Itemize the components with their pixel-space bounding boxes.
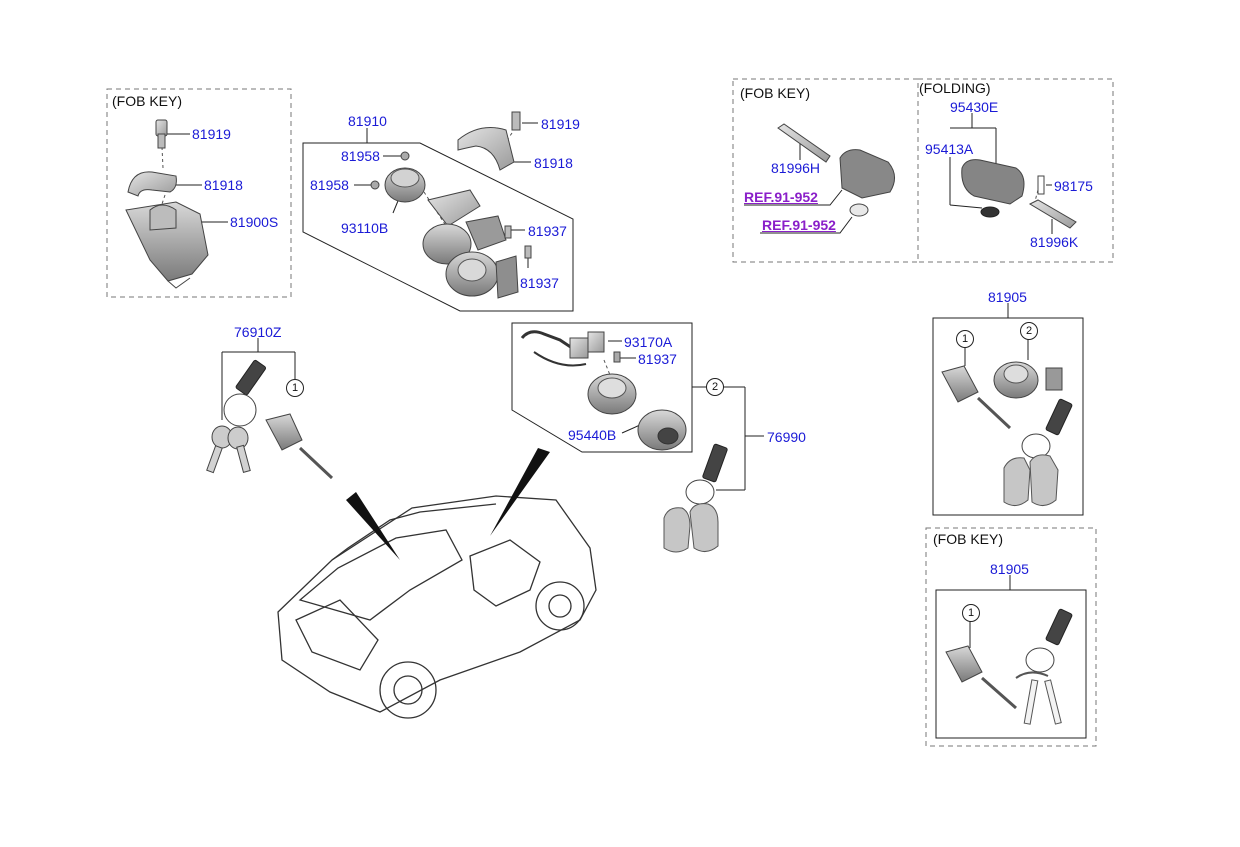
part-label-81958[interactable]: 81958: [341, 148, 380, 164]
vehicle-outline: [277, 495, 597, 719]
header-fob-key-left: (FOB KEY): [112, 93, 183, 109]
key-set-76910Z: [206, 359, 334, 480]
fob-set-box-bottom: [935, 589, 1087, 739]
part-label-81900S[interactable]: 81900S: [230, 214, 279, 230]
part-label-81937[interactable]: 81937: [638, 351, 677, 367]
part-label-93110B[interactable]: 93110B: [341, 220, 389, 236]
fob-keys-76990: [663, 443, 728, 553]
ignition-assembly-parts: [370, 111, 532, 299]
part-label-81919[interactable]: 81919: [192, 126, 231, 142]
part-label-81905[interactable]: 81905: [988, 289, 1027, 305]
reference-link[interactable]: REF.91-952: [744, 189, 818, 205]
part-label-81910[interactable]: 81910: [348, 113, 387, 129]
callout-circle: 1: [956, 330, 974, 348]
key-set-81905-lower: [945, 608, 1073, 725]
part-label-81918[interactable]: 81918: [204, 177, 243, 193]
callout-circle: 1: [962, 604, 980, 622]
header-folding: (FOLDING): [919, 80, 991, 96]
pointer-wedge-right: [490, 448, 550, 536]
part-label-81905[interactable]: 81905: [990, 561, 1029, 577]
header-fob-key-bottom-right: (FOB KEY): [933, 531, 1004, 547]
part-label-95413A[interactable]: 95413A: [925, 141, 974, 157]
bracket-81918-part: [127, 171, 177, 197]
folding-parts: [961, 159, 1077, 229]
part-label-95440B[interactable]: 95440B: [568, 427, 617, 443]
part-label-76990[interactable]: 76990: [767, 429, 806, 445]
part-label-95430E[interactable]: 95430E: [950, 99, 999, 115]
part-label-93170A[interactable]: 93170A: [624, 334, 673, 350]
housing-81900S-part: [125, 201, 209, 289]
fob-key-top-right-parts: [777, 123, 895, 217]
callout-circle: 2: [1020, 322, 1038, 340]
fob-key-left-box: [106, 88, 292, 298]
key-cylinder-81919-part: [155, 119, 168, 149]
part-label-76910Z[interactable]: 76910Z: [234, 324, 282, 340]
fob-key-bottom-right-box: [925, 527, 1097, 747]
ignition-sub-parts: [520, 330, 687, 451]
fob-key-top-right-box: [732, 78, 919, 263]
part-label-81937[interactable]: 81937: [520, 275, 559, 291]
ignition-sub-box: [511, 322, 693, 453]
part-label-81996H[interactable]: 81996H: [771, 160, 821, 176]
part-label-81996K[interactable]: 81996K: [1030, 234, 1079, 250]
callout-circle: 1: [286, 379, 304, 397]
reference-link[interactable]: REF.91-952: [762, 217, 836, 233]
part-label-81918[interactable]: 81918: [534, 155, 573, 171]
header-fob-key-top-right: (FOB KEY): [740, 85, 811, 101]
part-label-98175[interactable]: 98175: [1054, 178, 1093, 194]
callout-circle: 2: [706, 378, 724, 396]
pointer-wedge-left: [346, 492, 400, 560]
part-label-81919[interactable]: 81919: [541, 116, 580, 132]
part-label-81937[interactable]: 81937: [528, 223, 567, 239]
key-set-81905-upper: [941, 361, 1073, 506]
ignition-assembly-box: [302, 142, 574, 312]
part-label-81958[interactable]: 81958: [310, 177, 349, 193]
